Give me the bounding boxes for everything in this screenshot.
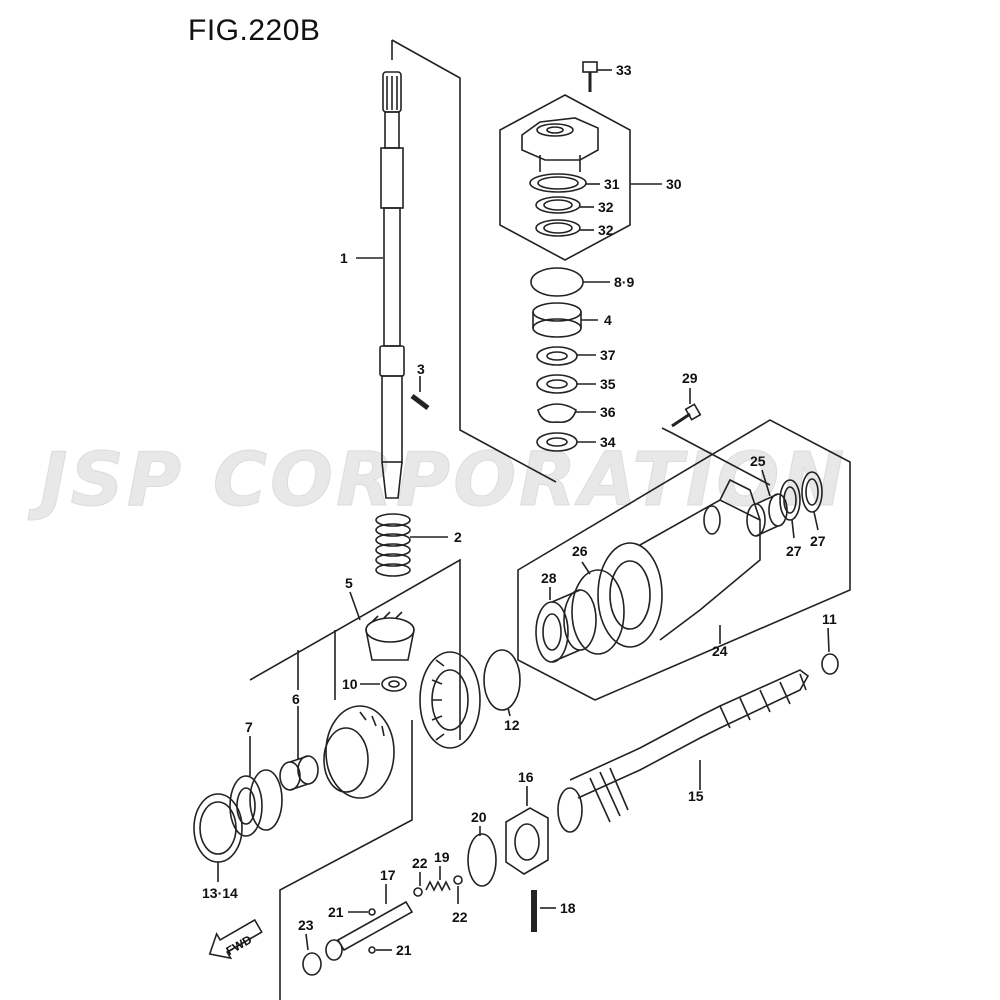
ring-23 xyxy=(302,952,322,976)
callout-26: 26 xyxy=(572,543,588,559)
watermark-text: JSP CORPORATION xyxy=(27,437,847,523)
spring xyxy=(375,513,448,577)
callout-35: 35 xyxy=(600,376,616,392)
propeller-shaft xyxy=(557,669,810,833)
callout-36: 36 xyxy=(600,404,616,420)
group-outline-24 xyxy=(517,419,851,701)
drive-shaft xyxy=(379,71,405,499)
callout-18: 18 xyxy=(560,900,576,916)
callout-8-9: 8·9 xyxy=(614,274,634,290)
callout-22a: 22 xyxy=(412,855,428,871)
callout-23: 23 xyxy=(298,917,314,933)
callout-10: 10 xyxy=(342,676,358,692)
seal-27a xyxy=(779,479,801,521)
callout-27a: 27 xyxy=(786,543,802,559)
pin xyxy=(410,376,430,410)
callout-37: 37 xyxy=(600,347,616,363)
callout-13-14: 13·14 xyxy=(202,885,238,901)
seal-32a xyxy=(535,196,581,214)
bearing-4 xyxy=(532,302,582,338)
taper-bearing xyxy=(229,769,283,837)
callout-31: 31 xyxy=(604,176,620,192)
callout-28: 28 xyxy=(541,570,557,586)
callout-21a: 21 xyxy=(328,904,344,920)
callout-17: 17 xyxy=(380,867,396,883)
callout-33: 33 xyxy=(616,62,632,78)
figure-title: FIG.220B xyxy=(188,14,321,47)
callout-30: 30 xyxy=(666,176,682,192)
callout-34: 34 xyxy=(600,434,616,450)
group-outline-lower xyxy=(249,558,461,740)
callout-2: 2 xyxy=(454,529,462,545)
pinion-nut xyxy=(381,676,407,692)
washer-36 xyxy=(537,403,577,424)
callout-15: 15 xyxy=(688,788,704,804)
callout-22b: 22 xyxy=(452,909,468,925)
group-outline-upper xyxy=(391,39,557,483)
washer-37 xyxy=(536,346,578,366)
callout-4: 4 xyxy=(604,312,612,328)
callout-5: 5 xyxy=(345,575,353,591)
callout-11: 11 xyxy=(822,611,837,627)
callout-20: 20 xyxy=(471,809,487,825)
clutch-dog xyxy=(505,807,549,875)
callout-24: 24 xyxy=(712,643,728,659)
push-ring xyxy=(467,833,497,887)
group-outline-30 xyxy=(499,94,631,261)
callout-3: 3 xyxy=(417,361,425,377)
bearing-28 xyxy=(535,589,597,663)
shim-8-9 xyxy=(530,267,584,297)
washer-35 xyxy=(536,374,578,394)
callout-19: 19 xyxy=(434,849,450,865)
forward-gear xyxy=(323,705,395,799)
o-ring-12 xyxy=(483,649,521,711)
gear-case-housing xyxy=(597,478,761,648)
callout-6: 6 xyxy=(292,691,300,707)
callout-7: 7 xyxy=(245,719,253,735)
callout-29: 29 xyxy=(682,370,698,386)
needle-bearing xyxy=(279,755,319,791)
o-ring-26 xyxy=(571,569,625,655)
callout-32a: 32 xyxy=(598,199,614,215)
fwd-arrow xyxy=(208,918,263,960)
callout-27b: 27 xyxy=(810,533,826,549)
callout-25: 25 xyxy=(750,453,766,469)
callout-1: 1 xyxy=(340,250,348,266)
ball-22b xyxy=(453,875,463,885)
callout-16: 16 xyxy=(518,769,534,785)
ball-22a xyxy=(413,887,423,897)
seal-32b xyxy=(535,219,581,237)
callout-21b: 21 xyxy=(396,942,412,958)
callout-12: 12 xyxy=(504,717,520,733)
washer-11 xyxy=(821,653,839,675)
bolt-29 xyxy=(671,403,702,428)
bearing-housing xyxy=(521,117,599,172)
seal-31 xyxy=(529,173,587,193)
pinion-gear xyxy=(365,611,415,661)
spring-19 xyxy=(425,880,451,892)
bevel-gear xyxy=(419,651,481,749)
bolt xyxy=(582,61,598,92)
seal-27b xyxy=(801,471,823,513)
callout-32b: 32 xyxy=(598,222,614,238)
shift-slider xyxy=(325,900,414,961)
